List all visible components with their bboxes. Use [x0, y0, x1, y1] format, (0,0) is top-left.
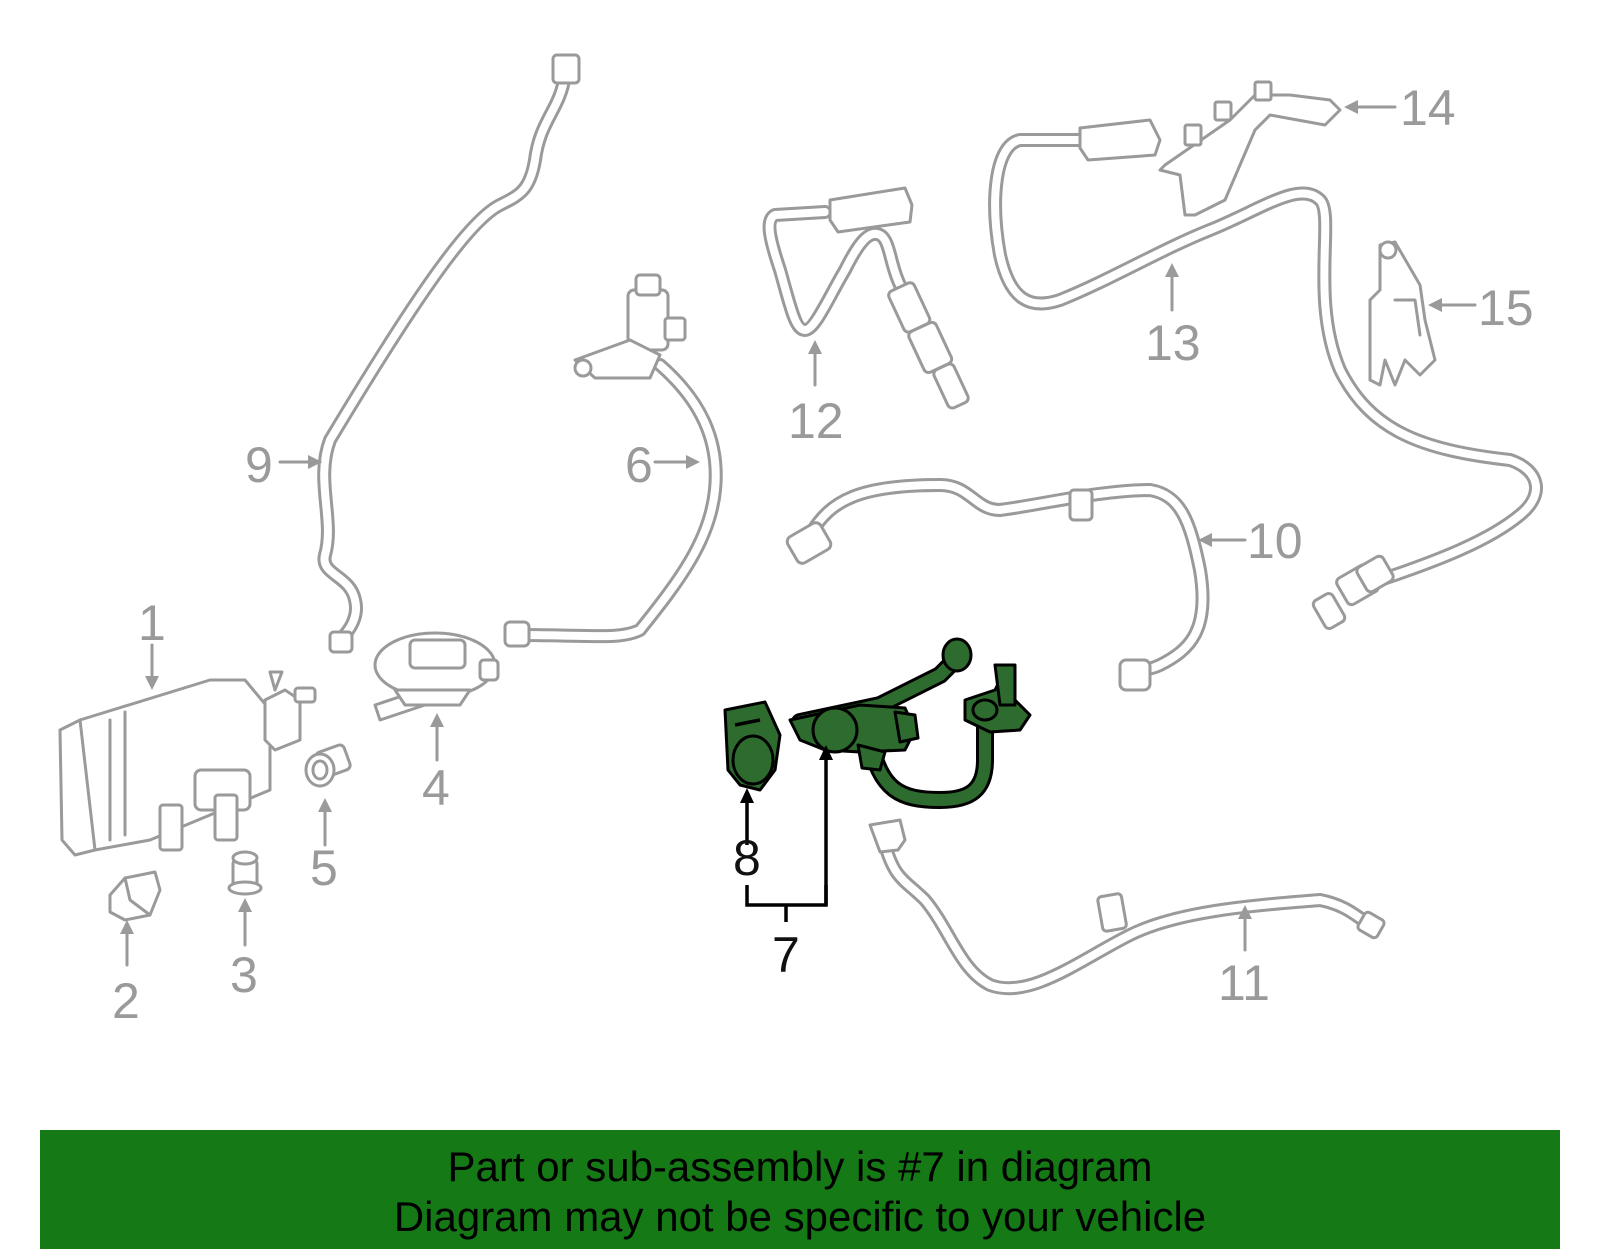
callout-1: 1 — [138, 595, 166, 651]
part-12-oxygen-sensor — [762, 186, 970, 410]
callout-8: 8 — [733, 830, 761, 886]
callout-9: 9 — [245, 437, 273, 493]
part-6-purge-valve — [503, 273, 723, 648]
callout-2: 2 — [112, 973, 140, 1029]
part-4-filter — [373, 631, 500, 722]
callout-10: 10 — [1247, 513, 1303, 569]
callout-14: 14 — [1400, 80, 1456, 136]
callout-13: 13 — [1145, 315, 1201, 371]
banner-line-2: Diagram may not be specific to your vehi… — [393, 1193, 1207, 1240]
callout-4: 4 — [422, 760, 450, 816]
callout-11: 11 — [1218, 955, 1270, 1011]
part-14-bracket — [1158, 80, 1342, 217]
part-9-hose — [317, 53, 581, 654]
callout-5: 5 — [310, 840, 338, 896]
callout-15: 15 — [1478, 280, 1534, 336]
banner-line-1: Part or sub-assembly is #7 in diagram — [447, 1143, 1153, 1190]
part-11-hose — [868, 818, 1386, 996]
part-7-highlighted-assembly — [723, 637, 1032, 809]
part-5-plug — [304, 743, 352, 788]
part-15-clip — [1368, 240, 1437, 387]
callout-6: 6 — [625, 437, 653, 493]
callout-7: 7 — [772, 927, 800, 983]
callout-12: 12 — [788, 393, 844, 449]
info-banner: Part or sub-assembly is #7 in diagram Di… — [40, 1130, 1560, 1249]
part-13-oxygen-sensor — [988, 118, 1543, 631]
part-3-grommet — [227, 850, 263, 896]
part-1-canister — [58, 670, 317, 857]
bracket-7 — [745, 885, 828, 907]
part-2-cap — [108, 870, 162, 922]
callout-3: 3 — [230, 947, 258, 1003]
part-10-hose — [785, 478, 1210, 692]
